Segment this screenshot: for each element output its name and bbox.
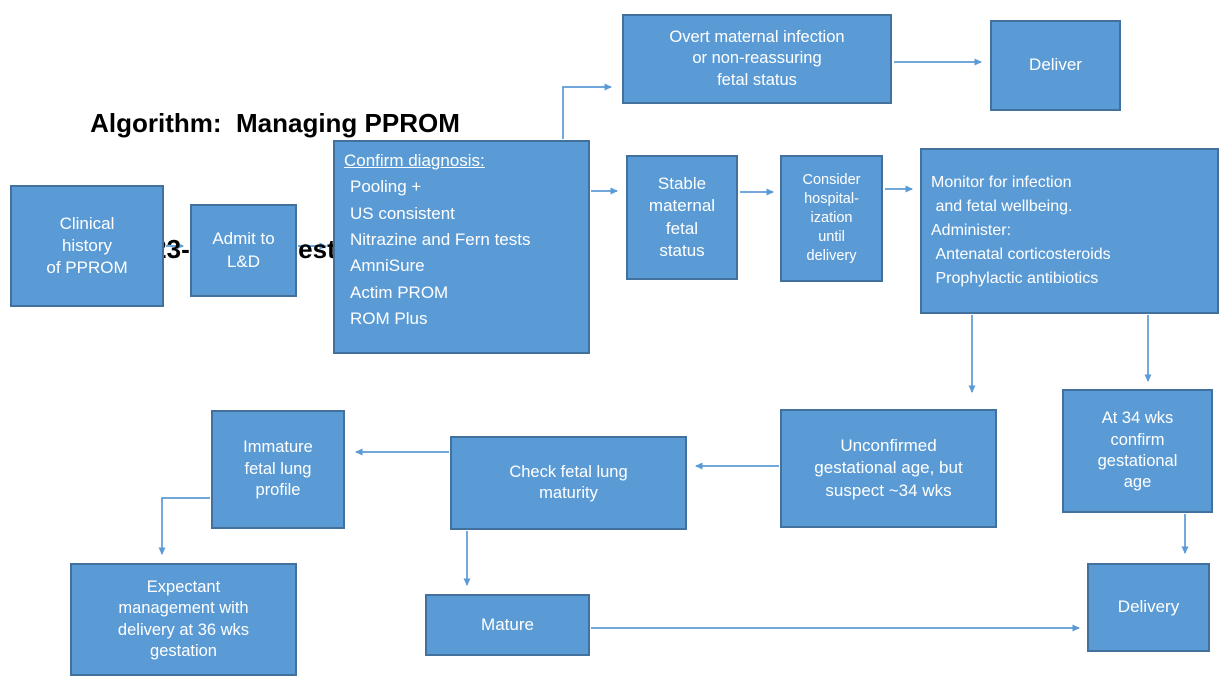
node-monitor-label: Monitor for infection and fetal wellbein… — [931, 174, 1111, 287]
node-check-fetal-lung-maturity-label: Check fetal lung maturity — [509, 462, 628, 502]
node-admit-ld: Admit to L&D — [190, 204, 297, 297]
edge-confirm-diagnosis-to-overt-infection — [562, 83, 612, 139]
node-check-fetal-lung-maturity: Check fetal lung maturity — [450, 436, 687, 530]
node-clinical-history-label: Clinical history of PPROM — [46, 213, 128, 278]
node-stable-status: Stable maternal fetal status — [626, 155, 738, 280]
node-expectant-management: Expectant management with delivery at 36… — [70, 563, 297, 676]
node-admit-ld-label: Admit to L&D — [212, 229, 275, 271]
node-mature: Mature — [425, 594, 590, 656]
node-confirm-diagnosis-header: Confirm diagnosis: — [344, 151, 485, 170]
node-at-34-wks: At 34 wks confirm gestational age — [1062, 389, 1213, 513]
node-stable-status-label: Stable maternal fetal status — [648, 174, 716, 260]
node-expectant-management-label: Expectant management with delivery at 36… — [117, 577, 250, 660]
node-immature-profile: Immature fetal lung profile — [211, 410, 345, 529]
node-mature-label: Mature — [481, 614, 534, 634]
node-overt-infection-label: Overt maternal infection or non-reassuri… — [669, 27, 845, 89]
node-confirm-diagnosis-body: Pooling + US consistent Nitrazine and Fe… — [350, 177, 531, 329]
diagram-title-line1: Algorithm: Managing PPROM — [90, 108, 460, 138]
node-unconfirmed-ga: Unconfirmed gestational age, but suspect… — [780, 409, 997, 528]
node-overt-infection: Overt maternal infection or non-reassuri… — [622, 14, 892, 104]
node-immature-profile-label: Immature fetal lung profile — [243, 438, 313, 500]
node-delivery-label: Delivery — [1117, 597, 1180, 617]
node-monitor: Monitor for infection and fetal wellbein… — [920, 148, 1219, 314]
node-unconfirmed-ga-label: Unconfirmed gestational age, but suspect… — [814, 436, 963, 500]
node-consider-hospitalization-label: Consider hospital- ization until deliver… — [802, 172, 861, 264]
node-clinical-history: Clinical history of PPROM — [10, 185, 164, 307]
node-at-34-wks-label: At 34 wks confirm gestational age — [1097, 409, 1178, 492]
node-consider-hospitalization: Consider hospital- ization until deliver… — [780, 155, 883, 282]
node-deliver-label: Deliver — [1029, 55, 1082, 75]
node-confirm-diagnosis: Confirm diagnosis: Pooling + US consiste… — [333, 140, 590, 354]
node-deliver: Deliver — [990, 20, 1121, 111]
edge-immature-profile-to-expectant-management — [158, 497, 210, 555]
node-delivery: Delivery — [1087, 563, 1210, 652]
